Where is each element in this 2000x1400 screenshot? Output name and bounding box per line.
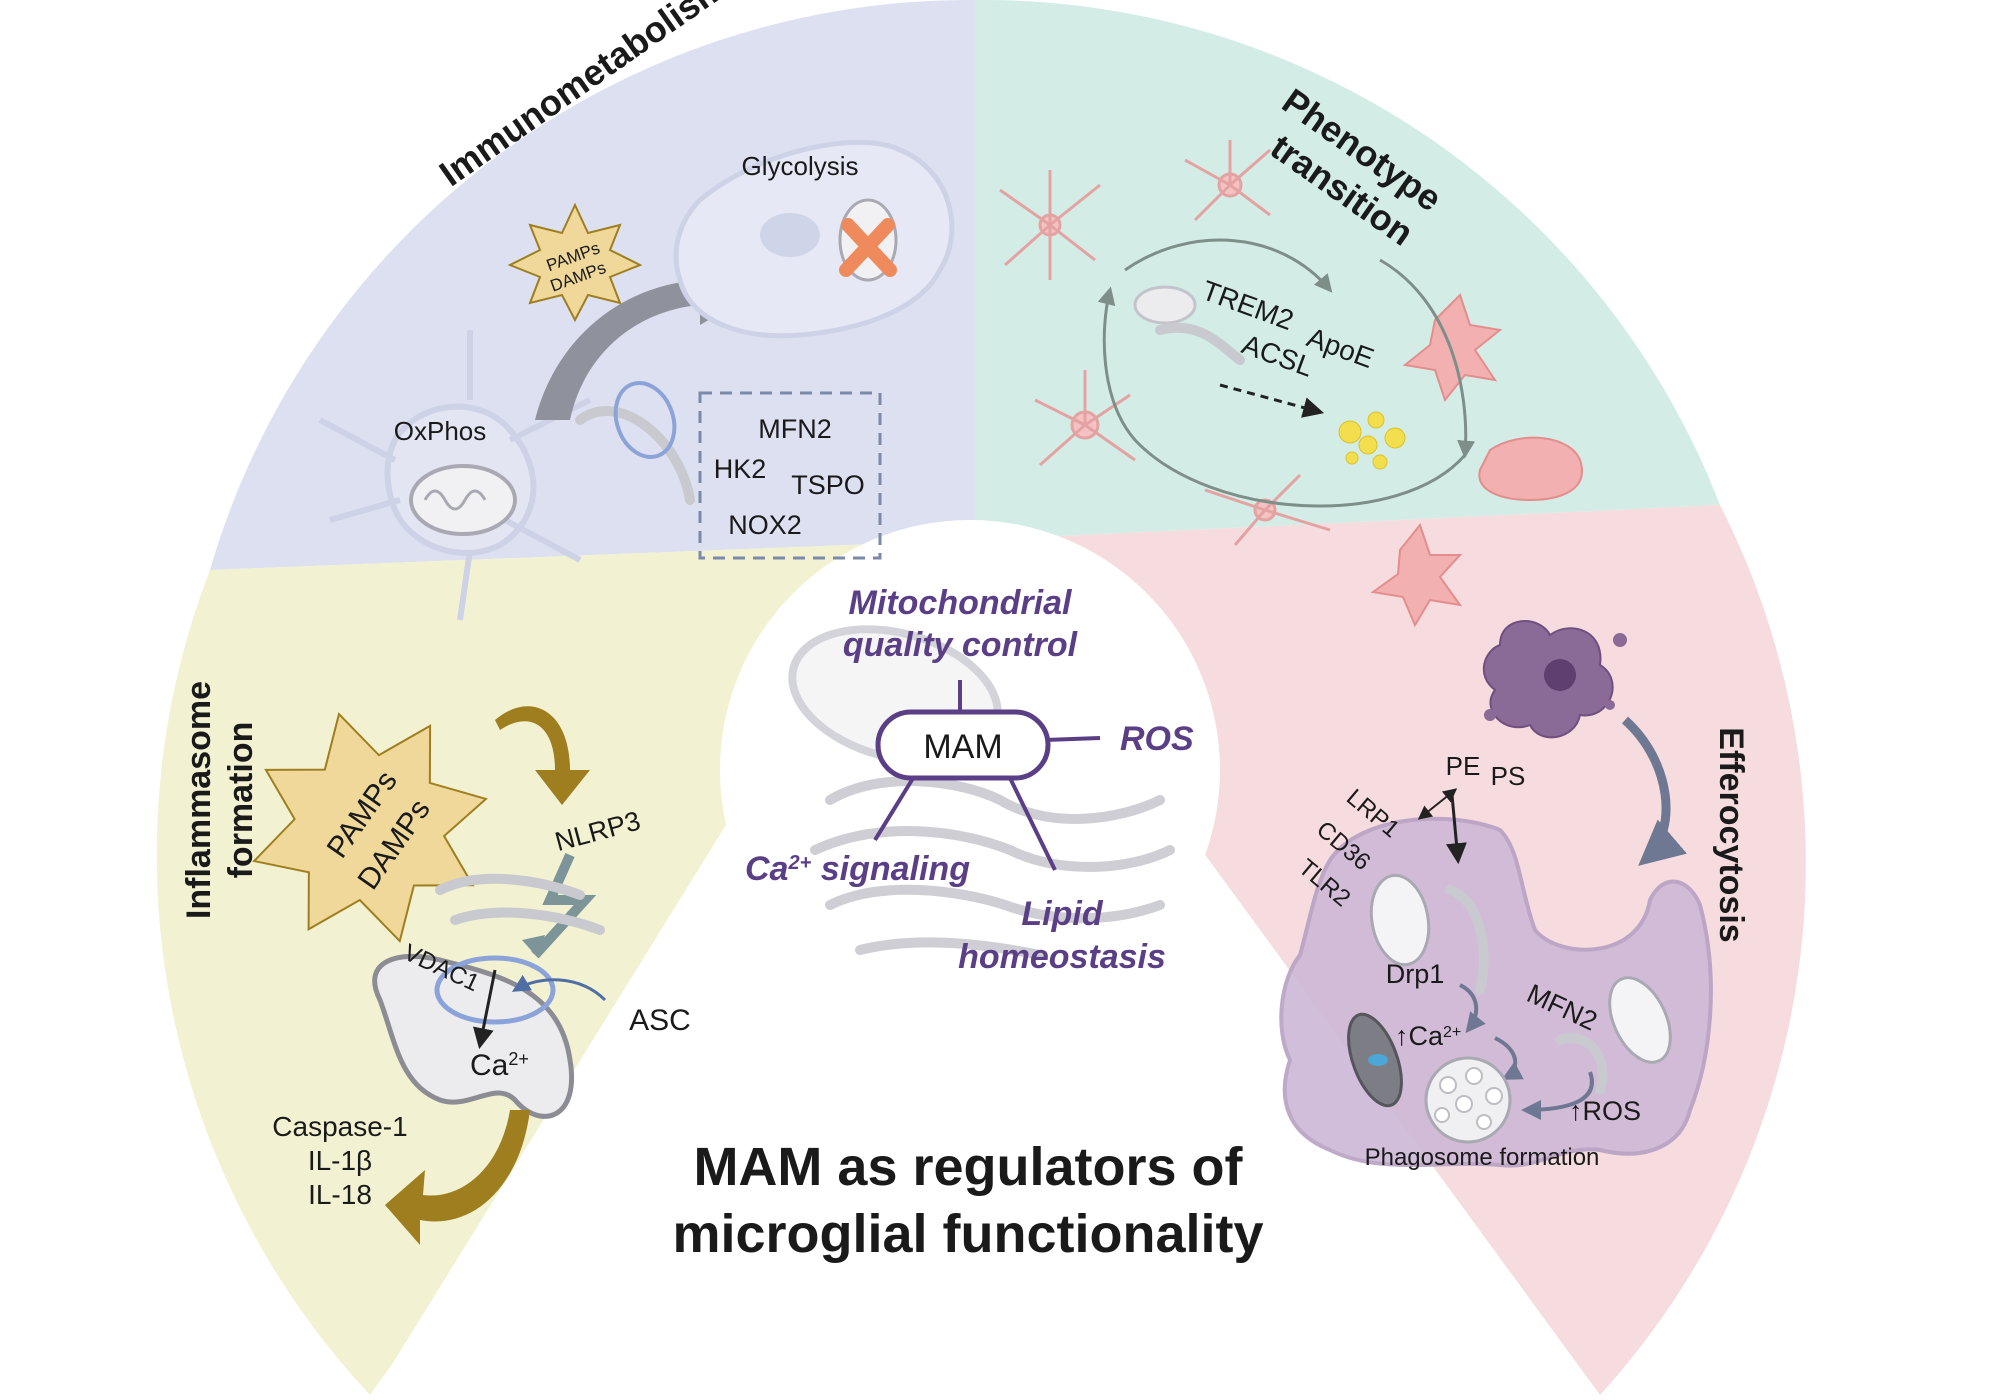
box-nox2: NOX2: [728, 510, 802, 540]
microglia-intermediate-icon: [1034, 370, 1136, 467]
function-ca-signaling: Ca2+ signaling: [745, 850, 970, 888]
lipid-droplets-icon: [1338, 411, 1406, 470]
microglia-bipolar-icon: [1204, 473, 1331, 546]
function-mqc-line2: quality control: [843, 626, 1079, 664]
mam-hub-label: MAM: [923, 728, 1002, 766]
main-title-line1: MAM as regulators of: [693, 1137, 1243, 1197]
inflammasome-panel: Inflammasome formation PAMPs DAMPs NLRP3…: [180, 681, 691, 1245]
output-il1b: IL-1β: [308, 1145, 372, 1176]
pe-label: PE: [1446, 751, 1481, 781]
ros-increase-label: ↑ROS: [1569, 1096, 1641, 1126]
inhibition-cross-icon: [839, 218, 897, 277]
ca-increase-label: ↑Ca2+: [1395, 1021, 1461, 1051]
efferocytosis-title: Efferocytosis: [1712, 727, 1750, 942]
phagosome-icon: [1424, 1056, 1512, 1144]
main-title-line2: microglial functionality: [672, 1204, 1263, 1264]
phagosome-formation-label: Phagosome formation: [1365, 1144, 1600, 1171]
internalization-arrow: [1446, 794, 1467, 865]
drp1-ca-arrow: [1458, 983, 1486, 1034]
vdac1-ring: [434, 955, 556, 1025]
oxphos-label: OxPhos: [394, 416, 487, 446]
function-mqc-line1: Mitochondrial: [849, 584, 1073, 622]
box-tspo: TSPO: [791, 470, 865, 500]
function-lipid-line1: Lipid: [1021, 895, 1103, 933]
oxphos-mitochondrion-icon: [409, 464, 517, 536]
pamps-to-nlrp3-arrow: [495, 706, 590, 805]
output-caspase1: Caspase-1: [272, 1111, 407, 1142]
inflammasome-ca-label: Ca2+: [470, 1049, 529, 1082]
cycle-arrow-right: [1379, 258, 1476, 459]
er-contact-icon: [575, 406, 695, 505]
drp1-label: Drp1: [1386, 959, 1445, 989]
box-hk2: HK2: [714, 454, 767, 484]
fused-mitochondrion-icon: [1608, 976, 1672, 1064]
receptor-binding-arrow: [1417, 788, 1458, 820]
efferocytosis-mitochondrion-icon: [1369, 873, 1431, 967]
ros-phagosome-arrow: [1521, 1071, 1594, 1120]
center-white-area: [370, 770, 1600, 1400]
inflammasome-title-line1: Inflammasome: [180, 681, 218, 919]
glycolysis-label: Glycolysis: [741, 151, 858, 181]
ca-phagosome-arrow: [1494, 1036, 1524, 1080]
asc-arrow: [511, 974, 607, 1002]
phenotype-mitochondrion-icon: [1133, 285, 1197, 325]
inflammasome-title-line2: formation: [222, 722, 260, 879]
output-il18: IL-18: [308, 1179, 372, 1210]
function-ros: ROS: [1120, 720, 1194, 758]
microglia-reactive-icon: [1402, 293, 1503, 403]
microglia-activated-icon: [1370, 522, 1463, 628]
cycle-arrow-forward: [1124, 238, 1333, 293]
apoptotic-cell-icon: [1482, 620, 1627, 739]
asc-label: ASC: [629, 1004, 691, 1037]
inflammasome-pamps-burst-icon: [252, 712, 488, 944]
engulfment-arrow: [1621, 716, 1687, 866]
pamps-damps-burst-icon: [507, 202, 643, 323]
microglia-surveying-icon: [1184, 140, 1271, 222]
vdac1-to-ca-arrow: [472, 969, 497, 1050]
caspase-output-arrow: [385, 1110, 530, 1245]
cell-nucleus-icon: [760, 213, 820, 257]
ps-label: PS: [1491, 761, 1526, 791]
nlrp3-activation-bolt: [531, 852, 597, 959]
protein-list-box: [698, 391, 882, 560]
mam-contact-ring: [613, 381, 677, 459]
mam-hub-box: [875, 709, 1051, 781]
microglia-amoeboid-icon: [1478, 436, 1583, 502]
cycle-arrow-backward: [1097, 286, 1467, 508]
efferocytosis-panel: Efferocytosis PE PS LRP1 CD36 TLR2 Drp1 …: [1279, 620, 1750, 1171]
mam-hub: MAM: [873, 680, 1101, 871]
box-mfn2: MFN2: [758, 414, 832, 444]
sector-phenotype-transition: [975, 0, 1720, 540]
microglia-ramified-icon: [999, 170, 1101, 280]
function-lipid-line2: homeostasis: [958, 938, 1166, 976]
lipid-droplet-arrow: [1219, 383, 1325, 418]
